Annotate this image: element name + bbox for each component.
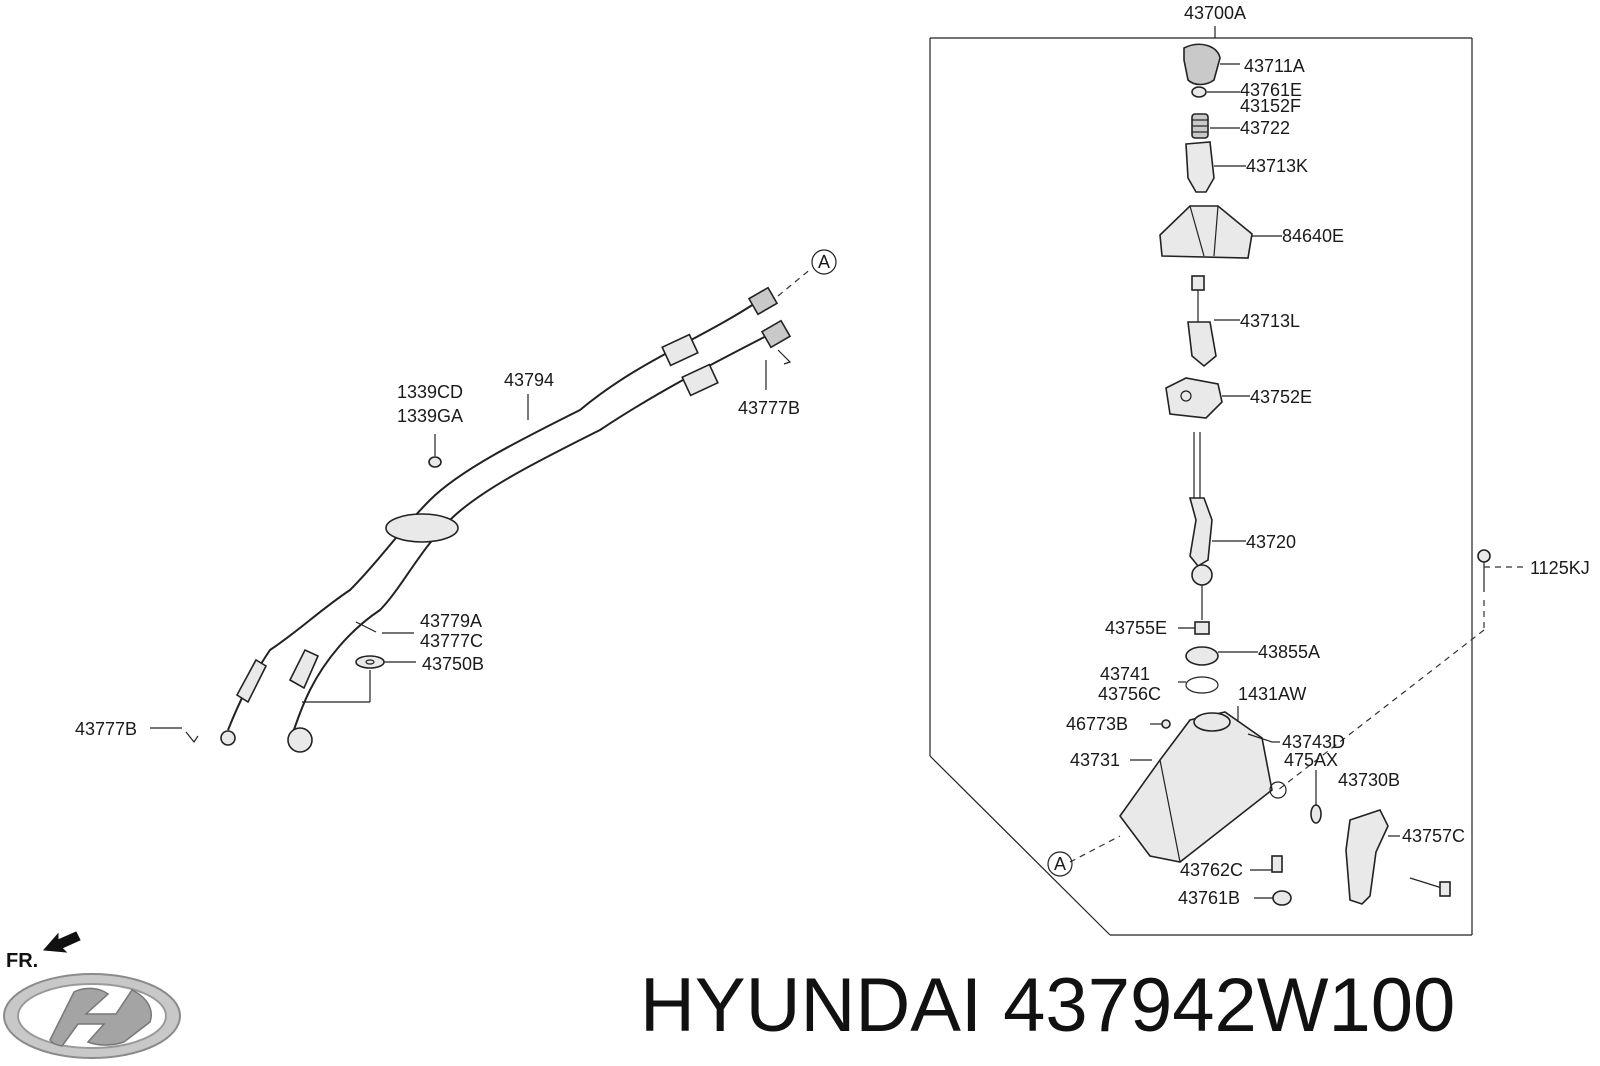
collar-icon xyxy=(1185,646,1219,666)
callout-43741: 43741 xyxy=(1100,664,1150,684)
callout-1431AW: 1431AW xyxy=(1238,684,1306,704)
callout-84640E: 84640E xyxy=(1282,226,1344,246)
lock-nut-icon xyxy=(1272,890,1292,906)
callout-43730B: 43730B xyxy=(1338,770,1400,790)
callout-43722: 43722 xyxy=(1240,118,1290,138)
shift-base-bracket-icon xyxy=(1119,711,1287,863)
callout-43731: 43731 xyxy=(1070,750,1120,770)
callout-43762C: 43762C xyxy=(1180,860,1243,880)
nut-icon xyxy=(1161,719,1171,729)
callout-1125KJ: 1125KJ xyxy=(1530,558,1590,578)
ref-marker-a-bottom: A xyxy=(1047,851,1073,877)
callout-43777B-top: 43777B xyxy=(738,398,800,418)
pin-icon xyxy=(1271,855,1283,873)
callout-43757C: 43757C xyxy=(1402,826,1465,846)
knob-bushing-icon xyxy=(1191,86,1207,98)
callout-43711A: 43711A xyxy=(1244,56,1305,76)
ring-icon xyxy=(1185,676,1219,694)
shift-knob-icon xyxy=(1183,43,1221,86)
hyundai-logo-icon xyxy=(3,973,181,1059)
clip-icon xyxy=(1247,733,1273,743)
callout-43713K: 43713K xyxy=(1246,156,1308,176)
callout-43756C: 43756C xyxy=(1098,684,1161,704)
callout-43761E: 43761E xyxy=(1240,80,1302,100)
callout-1339CD: 1339CD xyxy=(397,382,463,402)
lever-housing-icon xyxy=(1187,275,1217,368)
callout-43713L: 43713L xyxy=(1240,311,1300,331)
svg-text:A: A xyxy=(818,252,830,272)
washer-icon xyxy=(1310,804,1322,824)
lever-sleeve-icon xyxy=(1185,141,1215,193)
bolt-icon xyxy=(1409,549,1491,897)
shift-cable-icon xyxy=(220,286,792,753)
callout-43777B-left: 43777B xyxy=(75,719,137,739)
front-marker: FR. xyxy=(6,931,81,972)
callout-43761B: 43761B xyxy=(1178,888,1240,908)
leader-lines xyxy=(150,63,1526,899)
callout-46773B: 46773B xyxy=(1066,714,1128,734)
lever-bracket-icon xyxy=(1165,377,1223,419)
callout-43152F: 43152F xyxy=(1240,96,1301,116)
callout-43794: 43794 xyxy=(504,370,554,390)
callout-475AX: 475AX xyxy=(1284,750,1338,770)
front-arrow-icon xyxy=(42,931,81,953)
callout-43755E: 43755E xyxy=(1105,618,1167,638)
svg-text:A: A xyxy=(1054,854,1066,874)
bushing-icon xyxy=(1194,621,1210,635)
callout-43720: 43720 xyxy=(1246,532,1296,552)
spring-icon xyxy=(1191,113,1209,139)
shift-boot-icon xyxy=(1159,205,1253,259)
assembly-frame xyxy=(929,26,1473,936)
callout-43855A: 43855A xyxy=(1258,642,1320,662)
callout-labels: 43700A 43711A 43761E 43152F 43722 43713K… xyxy=(75,3,1590,908)
front-marker-label: FR. xyxy=(6,950,38,972)
part-number-title: HYUNDAI 437942W100 xyxy=(640,963,1455,1048)
cable-washer-icon xyxy=(355,655,385,669)
callout-43752E: 43752E xyxy=(1250,387,1312,407)
callout-1339GA: 1339GA xyxy=(397,406,463,426)
callout-43777C: 43777C xyxy=(420,631,483,651)
callout-43750B: 43750B xyxy=(422,654,484,674)
shift-lever-icon xyxy=(1188,432,1213,620)
callout-43779A: 43779A xyxy=(420,611,482,631)
cable-nut-icon xyxy=(428,456,442,468)
ref-marker-a-top: A xyxy=(811,249,837,275)
callout-43743D: 43743D xyxy=(1282,732,1345,752)
select-lever-icon xyxy=(1345,809,1389,905)
snap-pin-icon xyxy=(185,349,792,744)
callout-43700A: 43700A xyxy=(1184,3,1246,23)
